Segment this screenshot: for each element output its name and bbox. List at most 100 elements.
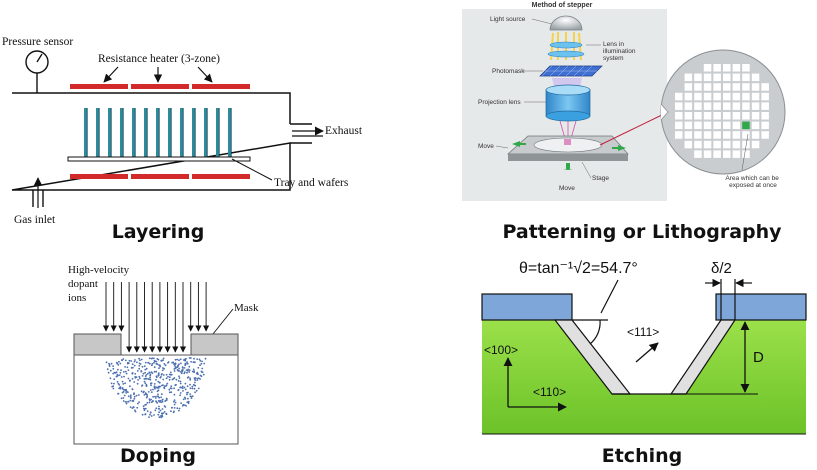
dopant-particle: [160, 412, 163, 415]
dopant-particle: [143, 409, 146, 412]
dopant-particle: [156, 395, 159, 398]
dopant-particle: [200, 362, 203, 365]
dopant-particle: [157, 358, 160, 361]
delta-label: δ/2: [711, 260, 732, 277]
dopant-particle: [161, 414, 164, 417]
dopant-particle: [161, 398, 164, 401]
dopant-particle: [193, 370, 196, 373]
dopant-particle: [124, 401, 127, 403]
dopant-particle: [193, 377, 196, 380]
dopant-particle: [165, 385, 167, 387]
zoom-pointer: [599, 111, 669, 146]
oxide-mask-right: [715, 293, 807, 321]
wafer-die: [675, 102, 683, 110]
dopant-particle: [178, 375, 180, 378]
wafer-die: [761, 121, 769, 130]
dopant-particle: [187, 376, 190, 378]
dopant-particle: [188, 369, 191, 371]
dopant-particle: [122, 358, 125, 360]
dopant-particle: [162, 374, 165, 376]
dopant-particle: [162, 412, 165, 414]
dopant-particle: [191, 387, 194, 390]
dopant-particle: [137, 379, 140, 381]
dopant-particle: [178, 407, 181, 410]
dopant-particle: [161, 359, 163, 362]
dopant-particle: [138, 375, 141, 378]
wafer-die: [732, 150, 741, 158]
projection-lens-label: Projection lens: [478, 99, 521, 106]
dopant-particle: [141, 385, 143, 387]
dopant-particle: [186, 385, 189, 388]
dopant-particle: [160, 396, 163, 399]
wafer-die: [732, 73, 741, 82]
lens-illumination-label: Lens in illumination system: [603, 41, 637, 62]
move-bottom-label: Move: [559, 185, 575, 192]
dopant-particle: [173, 410, 175, 413]
dopant-label: High-velocity dopant ions: [68, 264, 132, 304]
dopant-particle: [153, 370, 156, 373]
dopant-particle: [162, 367, 164, 369]
wafer-die: [684, 92, 693, 101]
dopant-particle: [113, 382, 115, 385]
exhaust-label: Exhaust: [325, 125, 363, 137]
wafer-die: [694, 150, 702, 158]
dopant-particle: [154, 387, 156, 390]
dopant-particle: [145, 396, 148, 399]
dopant-particle: [133, 360, 136, 363]
wafer-die: [713, 83, 721, 91]
wafer-die: [742, 92, 750, 101]
dopant-particle: [201, 367, 204, 370]
wafer: [192, 108, 195, 157]
dir-110-label: <110>: [533, 385, 566, 399]
dopant-particle: [168, 373, 171, 376]
dopant-particle: [182, 390, 184, 392]
dopant-particle: [150, 401, 153, 403]
dopant-particle: [119, 362, 122, 365]
dopant-particle: [166, 399, 168, 401]
wafer-die: [723, 73, 731, 82]
heater-zone-1-top: [70, 84, 128, 89]
wafer-die: [732, 92, 741, 101]
wafer-die: [675, 121, 683, 130]
wafer-die: [684, 102, 693, 110]
dopant-particle: [136, 382, 139, 385]
dopant-particle: [176, 366, 179, 368]
dopant-particle: [186, 392, 188, 394]
dopant-particle: [158, 381, 161, 384]
dopant-particle: [184, 382, 187, 385]
heater-zone-2-top: [131, 84, 189, 89]
dopant-particle: [163, 411, 166, 413]
dopant-particle: [166, 382, 169, 385]
dopant-particle: [159, 409, 162, 412]
dopant-particle: [161, 373, 163, 375]
theta-leader: [600, 279, 619, 314]
dopant-particle: [123, 375, 125, 378]
wafer-die-grid: [675, 64, 769, 158]
dopant-particle: [136, 361, 138, 364]
dopant-particle: [112, 365, 114, 367]
wafer-die: [761, 83, 769, 91]
dopant-particle: [148, 371, 151, 374]
heater-label: Resistance heater (3-zone): [98, 53, 220, 65]
dopant-particle: [150, 384, 152, 387]
dopant-particle: [157, 387, 160, 389]
dopant-particle: [113, 371, 116, 374]
dopant-particle: [196, 379, 199, 381]
dopant-particle: [133, 393, 135, 396]
dopant-particle: [165, 413, 168, 416]
wafer-die: [703, 92, 712, 101]
dopant-particle: [179, 394, 182, 397]
dopant-particle: [142, 405, 145, 408]
dopant-particle: [157, 372, 160, 375]
wafer-die: [732, 140, 741, 149]
dopant-particle: [128, 359, 131, 362]
dopant-particle: [184, 388, 187, 391]
dopant-particle: [153, 361, 155, 364]
dopant-particle: [155, 370, 158, 373]
gauge-needle: [36, 53, 43, 63]
wafer-die: [684, 140, 693, 149]
dopant-particle: [123, 388, 125, 391]
dopant-particle: [124, 389, 127, 392]
dopant-particle: [138, 401, 141, 403]
wafer: [204, 108, 207, 157]
